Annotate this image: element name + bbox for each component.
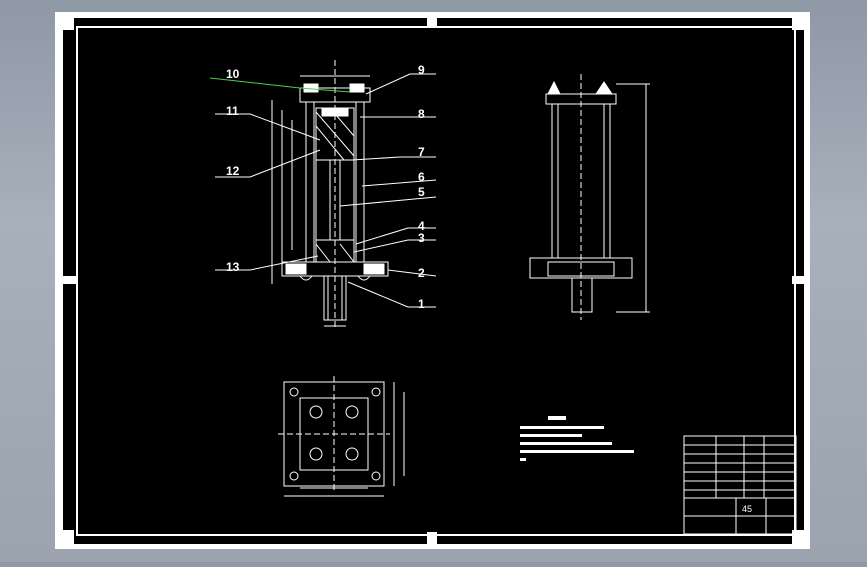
callout-11: 11 [226, 104, 239, 118]
front-section-view [271, 60, 389, 330]
callout-6: 6 [418, 170, 425, 184]
callout-8: 8 [418, 107, 425, 121]
callout-3: 3 [418, 231, 425, 245]
title-block [683, 497, 797, 535]
leader-lines [209, 73, 437, 308]
side-view [529, 74, 650, 320]
callout-2: 2 [418, 266, 425, 280]
callout-13: 13 [226, 260, 240, 274]
callout-5: 5 [418, 185, 425, 199]
callout-12: 12 [226, 164, 240, 178]
sheet-inner-border [63, 18, 804, 544]
callout-7: 7 [418, 145, 425, 159]
technical-notes [520, 416, 634, 461]
callout-10: 10 [226, 67, 240, 81]
callout-4: 4 [418, 219, 425, 233]
callout-9: 9 [418, 63, 425, 77]
plan-view [278, 376, 405, 497]
title-block-material: 45 [742, 504, 752, 514]
callouts: 10 11 12 13 9 8 7 6 5 4 3 2 1 [226, 63, 425, 311]
callout-1: 1 [418, 297, 425, 311]
